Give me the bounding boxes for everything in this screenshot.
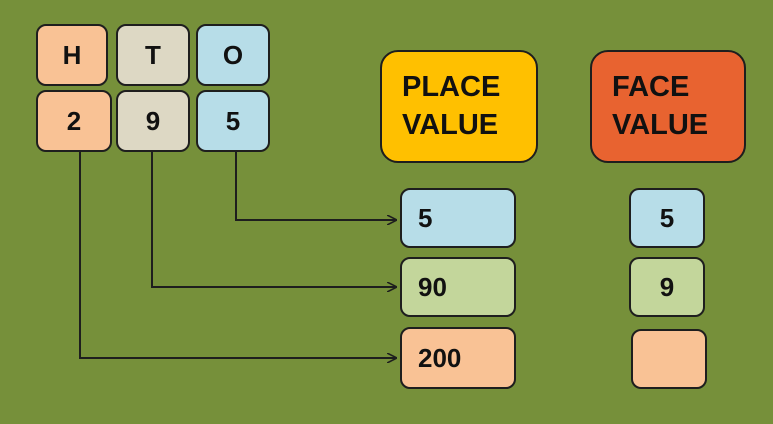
place-value-tens: 90	[418, 271, 447, 302]
face-value-ones: 5	[659, 202, 675, 233]
place-value-header-line2: VALUE	[402, 108, 499, 141]
place-value-hundreds-box: 200	[400, 327, 516, 389]
face-value-ones-box: 5	[629, 188, 705, 248]
place-value-header: PLACE VALUE	[380, 50, 538, 163]
face-value-tens-box: 9	[629, 257, 705, 317]
ones-letter-box: O	[196, 24, 270, 86]
place-value-ones: 5	[418, 202, 433, 233]
ones-letter: O	[222, 39, 244, 70]
tens-digit-box: 9	[116, 90, 190, 152]
face-value-hundreds-box	[631, 329, 707, 389]
tens-arrow	[151, 150, 396, 287]
hundreds-digit: 2	[66, 105, 82, 136]
face-value-tens: 9	[659, 271, 675, 302]
hundreds-arrow	[79, 150, 396, 358]
tens-digit: 9	[145, 105, 161, 136]
tens-letter-box: T	[116, 24, 190, 86]
face-value-header-line1: FACE	[612, 71, 690, 104]
face-value-header-line2: VALUE	[612, 108, 709, 141]
ones-arrow	[235, 150, 396, 220]
place-value-ones-box: 5	[400, 188, 516, 248]
place-value-tens-box: 90	[400, 257, 516, 317]
hundreds-digit-box: 2	[36, 90, 112, 152]
hundreds-letter: H	[62, 39, 82, 70]
hundreds-letter-box: H	[36, 24, 108, 86]
place-value-hundreds: 200	[418, 342, 462, 373]
place-value-header-line1: PLACE	[402, 71, 501, 104]
ones-digit-box: 5	[196, 90, 270, 152]
tens-letter: T	[145, 39, 161, 70]
ones-digit: 5	[225, 105, 241, 136]
face-value-header: FACE VALUE	[590, 50, 746, 163]
